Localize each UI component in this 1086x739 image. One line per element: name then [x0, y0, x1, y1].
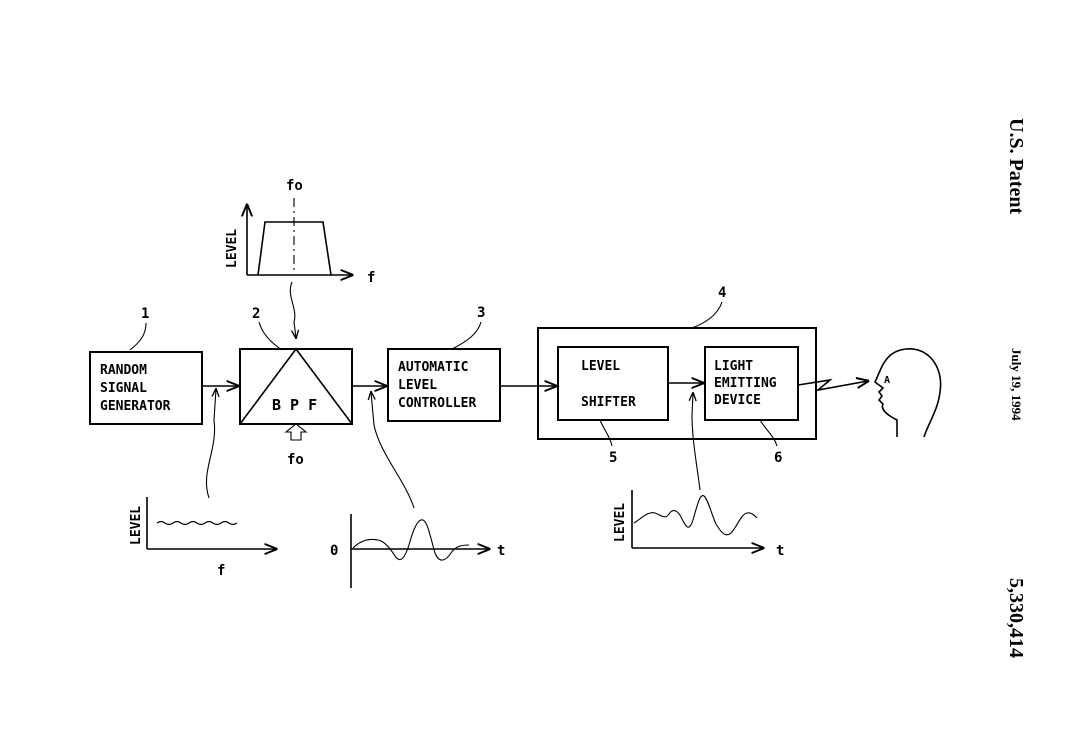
- shifted-signal-trace: [633, 495, 758, 536]
- rsg-ref-number: 1: [141, 306, 149, 322]
- bpf-label: B P F: [272, 396, 317, 414]
- level-shifter-line-1: LEVEL: [581, 359, 620, 374]
- automatic-level-controller-block: AUTOMATIC LEVEL CONTROLLER 3: [387, 305, 501, 422]
- filtered-x-axis-label: t: [497, 543, 505, 559]
- led-line-2: EMITTING: [714, 376, 777, 391]
- patent-number: 5,330,414: [1005, 578, 1027, 658]
- filter-y-axis-label: LEVEL: [225, 229, 240, 268]
- random-signal-generator-block: RANDOM SIGNAL GENERATOR 1: [89, 306, 203, 425]
- filter-to-bpf-pointer: [289, 281, 296, 338]
- shifted-x-axis-label: t: [776, 543, 784, 559]
- display-unit-block: 4: [537, 285, 817, 440]
- alc-ref-number: 3: [477, 305, 485, 321]
- filtered-signal-trace: [352, 519, 470, 561]
- level-shifter-block: LEVEL SHIFTER 5: [557, 346, 669, 466]
- led-line-3: DEVICE: [714, 393, 761, 408]
- filter-response-graph: fo LEVEL f: [225, 178, 375, 338]
- alc-line-3: CONTROLLER: [398, 396, 476, 411]
- filtered-signal-graph: 0 t: [330, 392, 505, 588]
- bpf-ref-number: 2: [252, 306, 260, 322]
- bpf-center-frequency-input-label: fo: [287, 452, 304, 468]
- light-emitting-device-block: LIGHT EMITTING DEVICE 6: [704, 346, 799, 466]
- noise-to-link-pointer: [205, 389, 216, 499]
- alc-line-1: AUTOMATIC: [398, 360, 468, 375]
- noise-spectrum-graph: LEVEL f: [129, 389, 276, 579]
- rsg-line-1: RANDOM: [100, 363, 147, 378]
- noise-y-axis-label: LEVEL: [129, 506, 144, 545]
- bpf-block: B P F 2 fo: [239, 306, 353, 468]
- shifted-y-axis-label: LEVEL: [613, 503, 628, 542]
- rsg-line-3: GENERATOR: [100, 399, 171, 414]
- hollow-up-arrow-icon: [284, 423, 308, 441]
- led-line-1: LIGHT: [714, 359, 753, 374]
- flat-noise-trace: [156, 520, 238, 526]
- viewer-label: A: [884, 375, 890, 386]
- display-unit-ref-number: 4: [718, 285, 726, 301]
- patent-date: July 19, 1994: [1009, 348, 1024, 421]
- level-shifter-line-2: SHIFTER: [581, 395, 636, 410]
- alc-line-2: LEVEL: [398, 378, 437, 393]
- filtered-to-link-pointer: [371, 392, 415, 509]
- filtered-origin-label: 0: [330, 543, 338, 559]
- level-shifter-ref-number: 5: [609, 450, 617, 466]
- shifted-to-link-pointer: [692, 393, 701, 491]
- viewer-head-icon: A: [873, 348, 942, 438]
- light-emission-zigzag: [797, 380, 868, 392]
- shifted-signal-graph: LEVEL t: [613, 393, 784, 559]
- filter-x-axis-label: f: [367, 270, 375, 286]
- passband-trapezoid: [257, 221, 332, 276]
- led-ref-number: 6: [774, 450, 782, 466]
- patent-label: U.S. Patent: [1005, 118, 1027, 214]
- rsg-line-2: SIGNAL: [100, 381, 147, 396]
- noise-x-axis-label: f: [217, 563, 225, 579]
- filter-center-frequency-label: fo: [286, 178, 303, 194]
